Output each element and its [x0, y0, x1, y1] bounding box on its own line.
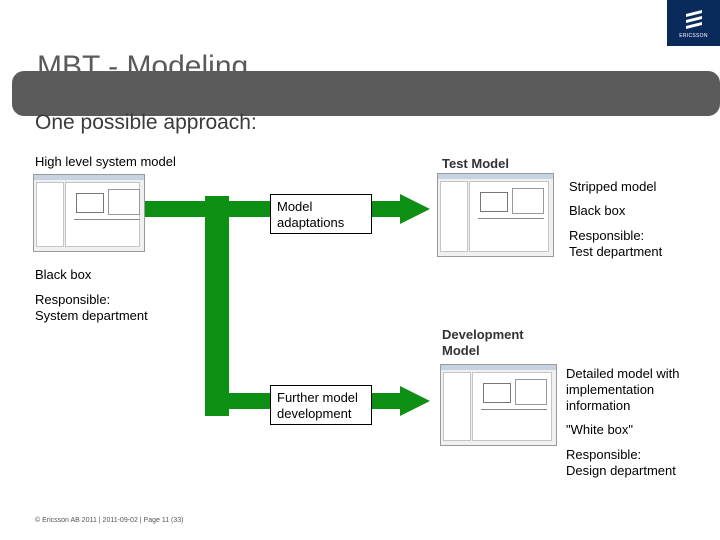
- flow-from-system-model: [145, 201, 229, 217]
- logo-wordmark: ERICSSON: [679, 33, 708, 39]
- dev-detail-3: information: [566, 398, 631, 413]
- dev-model-header-2: Model: [442, 343, 480, 358]
- arrow-right-icon: [400, 386, 430, 416]
- adaptations-line-2: adaptations: [277, 215, 345, 230]
- arrow-right-icon: [400, 194, 430, 224]
- left-black-box: Black box: [35, 267, 92, 282]
- test-stripped: Stripped model: [569, 179, 657, 194]
- title-bar: [12, 71, 720, 116]
- dev-detail-2: implementation: [566, 382, 655, 397]
- test-model-header: Test Model: [442, 156, 509, 171]
- dev-model-screenshot: [440, 364, 557, 446]
- further-line-1: Further model: [277, 390, 358, 405]
- adaptations-line-1: Model: [277, 199, 313, 214]
- high-level-header: High level system model: [35, 154, 176, 169]
- further-development-box: Further model development: [270, 385, 372, 425]
- test-responsible-label: Responsible:: [569, 228, 645, 243]
- test-responsible-dept: Test department: [569, 244, 663, 259]
- ericsson-logo: ERICSSON: [667, 0, 720, 46]
- dev-responsible-label: Responsible:: [566, 447, 642, 462]
- dev-model-header-1: Development: [442, 327, 524, 342]
- system-model-screenshot: [33, 174, 145, 252]
- footer-copyright: © Ericsson AB 2011 | 2011-09-02 | Page 1…: [35, 517, 184, 524]
- ericsson-mark-icon: [686, 10, 702, 29]
- dev-white-box: "White box": [566, 422, 634, 437]
- flow-vertical-connector: [205, 196, 229, 416]
- test-model-screenshot: [437, 173, 554, 257]
- test-black-box: Black box: [569, 203, 626, 218]
- dev-responsible-dept: Design department: [566, 463, 676, 478]
- dev-detail-1: Detailed model with: [566, 366, 680, 381]
- left-responsible-dept: System department: [35, 308, 148, 323]
- left-responsible-label: Responsible:: [35, 292, 111, 307]
- further-line-2: development: [277, 406, 352, 421]
- model-adaptations-box: Model adaptations: [270, 194, 372, 234]
- slide-subtitle: One possible approach:: [35, 111, 257, 134]
